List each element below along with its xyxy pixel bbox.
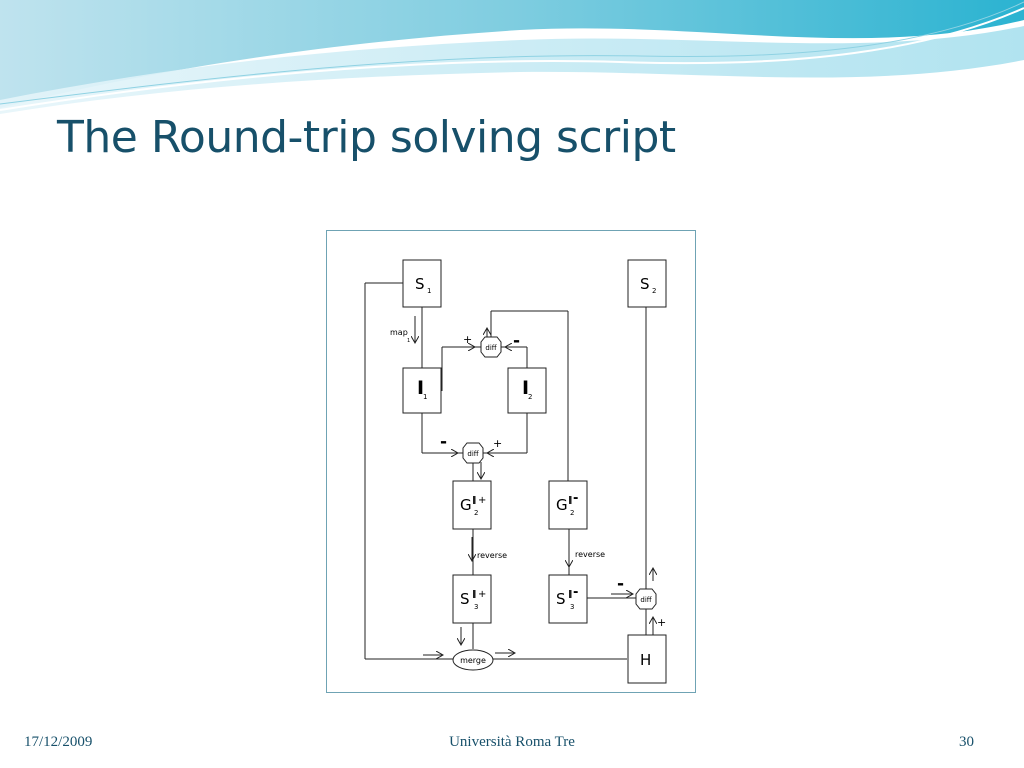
box-g2minus [548, 480, 588, 530]
footer-date: 17/12/2009 [24, 734, 93, 750]
box-s3minus [548, 574, 588, 624]
node-g2minus-sup: - [573, 491, 578, 506]
node-g2plus-main: G [460, 496, 472, 514]
shape-diff-top [480, 336, 502, 358]
node-s1-main: S [415, 275, 425, 293]
shape-diff-mid [462, 442, 484, 464]
node-i2-sub: 2 [528, 393, 532, 401]
shape-diff-right [635, 588, 657, 610]
node-i1-main: I [417, 377, 424, 399]
sign-plus-mid: + [493, 437, 502, 450]
prime-mark-g2plus [473, 496, 476, 504]
label-map-sub: 1 [407, 338, 410, 344]
node-s1-sub: 1 [427, 287, 431, 295]
node-h-main: H [640, 651, 651, 669]
box-s1 [402, 259, 442, 308]
prime-mark-s3minus [569, 590, 572, 598]
label-reverse-right: reverse [575, 550, 605, 559]
op-diff-mid: diff [467, 450, 478, 458]
node-s3minus-sub: 3 [570, 603, 574, 611]
node-s3minus-main: S [556, 590, 566, 608]
page-number: 30 [959, 734, 974, 750]
label-map: map [390, 328, 408, 337]
slide-title: The Round-trip solving script [57, 112, 676, 163]
round-trip-diagram: S 1 S 2 I 1 I 2 G 2 + G 2 - S 3 + S 3 - … [364, 259, 667, 684]
op-diff-top: diff [485, 344, 496, 352]
shape-merge [452, 649, 494, 671]
op-diff-right: diff [640, 596, 651, 604]
node-s2-sub: 2 [652, 287, 656, 295]
box-h [627, 634, 667, 684]
footer-institution: Università Roma Tre [449, 734, 575, 750]
node-boxes [402, 259, 667, 684]
node-g2plus-sub: 2 [474, 509, 478, 517]
sign-plus-right: + [657, 616, 666, 629]
prime-mark-s3plus [473, 590, 476, 598]
box-i2 [507, 367, 547, 414]
node-s3minus-sup: - [573, 585, 578, 600]
box-g2plus [452, 480, 492, 530]
flow-arrows [415, 316, 653, 655]
sign-minus-right: - [617, 574, 624, 594]
box-i1 [402, 367, 442, 414]
node-g2minus-sub: 2 [570, 509, 574, 517]
node-g2plus-sup: + [478, 495, 486, 506]
label-reverse-left: reverse [477, 551, 507, 560]
sign-minus-mid: - [440, 432, 447, 452]
diagram-frame: S 1 S 2 I 1 I 2 G 2 + G 2 - S 3 + S 3 - … [326, 230, 696, 693]
box-s2 [627, 259, 667, 308]
node-i2-main: I [522, 377, 529, 399]
node-i1-sub: 1 [423, 393, 427, 401]
node-s3plus-sup: + [478, 589, 486, 600]
operator-shapes [452, 336, 657, 671]
box-s3plus [452, 574, 492, 624]
node-s3plus-main: S [460, 590, 470, 608]
prime-mark-g2minus [569, 496, 572, 504]
sign-minus-top: - [513, 331, 520, 351]
op-merge: merge [460, 656, 486, 665]
node-s2-main: S [640, 275, 650, 293]
node-g2minus-main: G [556, 496, 568, 514]
node-s3plus-sub: 3 [474, 603, 478, 611]
sign-plus-top: + [463, 333, 472, 346]
